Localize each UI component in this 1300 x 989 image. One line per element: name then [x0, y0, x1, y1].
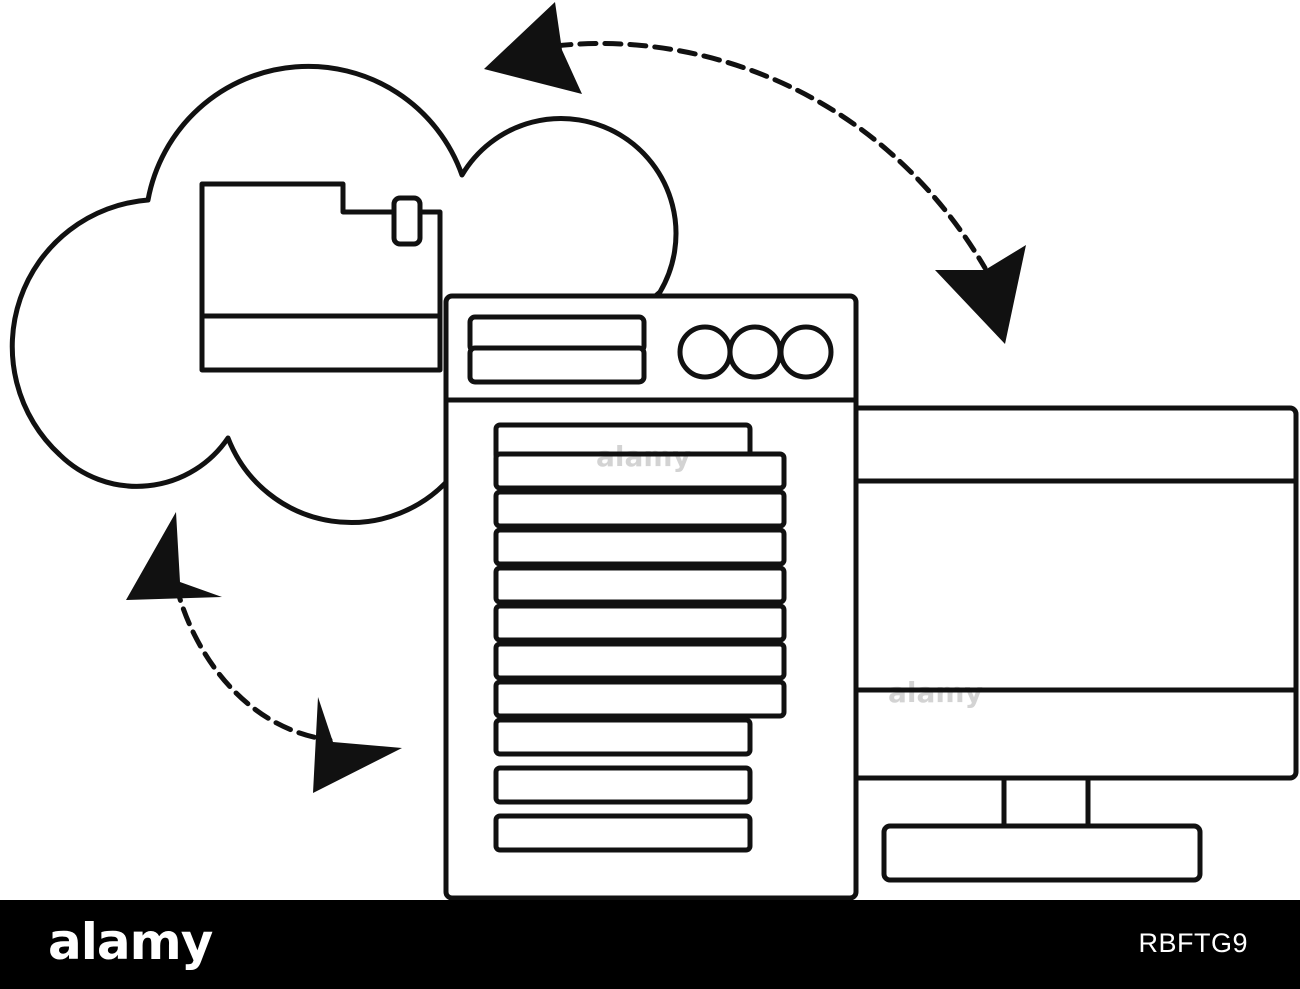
- desktop-monitor-icon: [847, 405, 1299, 883]
- footer-bar: alamy RBFTG9: [0, 900, 1300, 989]
- folder-icon: [199, 181, 443, 373]
- sync-arrow-icon: [126, 512, 402, 793]
- image-id-label: RBFTG9: [1138, 928, 1248, 958]
- svg-text:alamy: alamy: [888, 676, 983, 709]
- server-tower-icon: [443, 293, 859, 900]
- svg-text:alamy: alamy: [596, 440, 691, 473]
- sync-arrow-icon: [484, 2, 1026, 344]
- cloud-computing-illustration: alamy alamy: [9, 2, 1299, 900]
- watermark: alamy alamy: [596, 440, 983, 709]
- alamy-logo: alamy: [48, 913, 213, 971]
